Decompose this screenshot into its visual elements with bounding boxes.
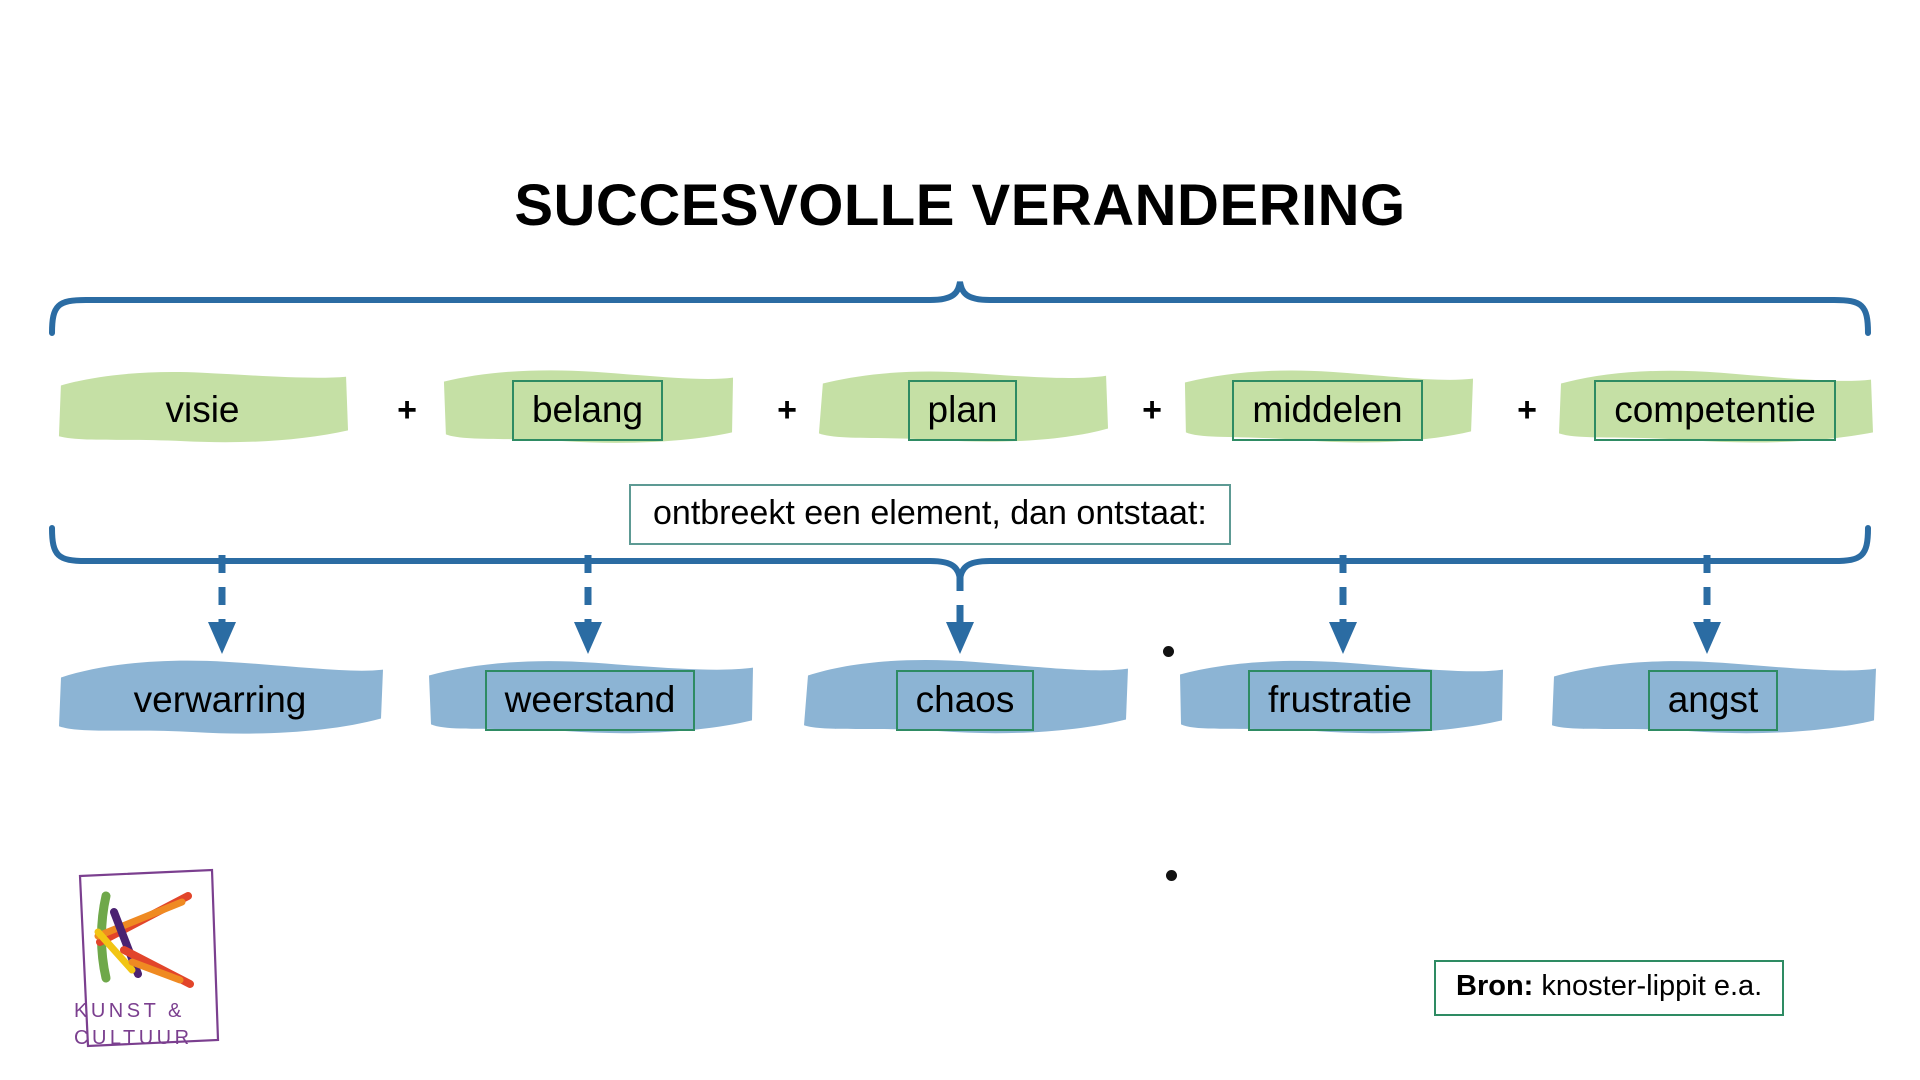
element-label: competentie xyxy=(1594,379,1836,441)
blue-highlight-shape xyxy=(55,654,385,738)
outcome-label: verwarring xyxy=(133,678,307,720)
source-label: Bron: xyxy=(1456,970,1534,1002)
green-highlight-shape xyxy=(55,364,350,448)
element-label-wrap: belang xyxy=(440,360,735,460)
success-elements-row: visie + belang + plan + xyxy=(0,360,1920,460)
blue-highlight-shape xyxy=(1548,654,1878,738)
green-highlight-shape xyxy=(440,364,735,448)
element-label: plan xyxy=(907,379,1018,441)
outcome-label: weerstand xyxy=(484,669,696,731)
logo-stick-orange2 xyxy=(128,958,184,984)
element-label: belang xyxy=(511,379,664,441)
outcome-cell-frustratie[interactable]: frustratie xyxy=(1175,650,1505,750)
statement-box: ontbreekt een element, dan ontstaat: xyxy=(629,484,1231,545)
element-label-wrap: visie xyxy=(55,360,350,460)
element-label: visie xyxy=(165,388,240,430)
outcome-label-wrap: angst xyxy=(1548,650,1878,750)
logo-line-2: CULTUUR xyxy=(74,1027,193,1049)
outcome-label-wrap: chaos xyxy=(800,650,1130,750)
outcome-cell-weerstand[interactable]: weerstand xyxy=(425,650,755,750)
outcome-label-wrap: weerstand xyxy=(425,650,755,750)
element-label-wrap: competentie xyxy=(1555,360,1875,460)
dashed-arrow-frustratie xyxy=(1329,555,1357,654)
dashed-arrow-chaos xyxy=(946,573,974,654)
logo-stick-orange xyxy=(94,898,186,940)
stray-dot-lower xyxy=(1166,870,1177,881)
blue-highlight-shape xyxy=(800,654,1130,738)
failure-outcomes-row: verwarring weerstand chaos xyxy=(0,650,1920,750)
plus-sign-1: + xyxy=(397,390,417,429)
outcome-label: chaos xyxy=(895,669,1035,731)
dashed-arrow-verwarring xyxy=(208,555,236,654)
element-label-wrap: plan xyxy=(815,360,1110,460)
logo-line-1: KUNST & xyxy=(74,1000,185,1022)
element-cell-competentie[interactable]: competentie xyxy=(1555,360,1875,460)
green-highlight-shape xyxy=(1555,364,1875,448)
outcome-label-wrap: frustratie xyxy=(1175,650,1505,750)
top-brace xyxy=(49,281,1871,336)
page-title: SUCCESVOLLE VERANDERING xyxy=(514,173,1406,238)
stray-dot-upper xyxy=(1163,646,1174,657)
outcome-cell-verwarring[interactable]: verwarring xyxy=(55,650,385,750)
dashed-arrow-group xyxy=(208,555,1721,654)
logo-frame xyxy=(78,868,220,1048)
green-highlight-shape xyxy=(815,364,1110,448)
element-cell-middelen[interactable]: middelen xyxy=(1180,360,1475,460)
element-cell-visie[interactable]: visie xyxy=(55,360,350,460)
green-highlight-shape xyxy=(1180,364,1475,448)
plus-sign-4: + xyxy=(1517,390,1537,429)
element-label: middelen xyxy=(1232,379,1423,441)
plus-sign-3: + xyxy=(1142,390,1162,429)
outcome-label-wrap: verwarring xyxy=(55,650,385,750)
blue-highlight-shape xyxy=(1175,654,1505,738)
outcome-cell-chaos[interactable]: chaos xyxy=(800,650,1130,750)
blue-highlight-shape xyxy=(425,654,755,738)
dashed-arrow-weerstand xyxy=(574,555,602,654)
element-cell-plan[interactable]: plan xyxy=(815,360,1110,460)
kunst-en-cultuur-logo: KUNST & CULTUUR xyxy=(62,862,232,1052)
element-label-wrap: middelen xyxy=(1180,360,1475,460)
dashed-arrow-angst xyxy=(1693,555,1721,654)
outcome-label: angst xyxy=(1647,669,1779,731)
logo-stick-yellow xyxy=(94,928,136,974)
outcome-label: frustratie xyxy=(1248,669,1432,731)
source-box: Bron: knoster-lippit e.a. xyxy=(1434,960,1785,1016)
element-cell-belang[interactable]: belang xyxy=(440,360,735,460)
source-value: knoster-lippit e.a. xyxy=(1533,970,1763,1002)
outcome-cell-angst[interactable]: angst xyxy=(1548,650,1878,750)
plus-sign-2: + xyxy=(777,390,797,429)
